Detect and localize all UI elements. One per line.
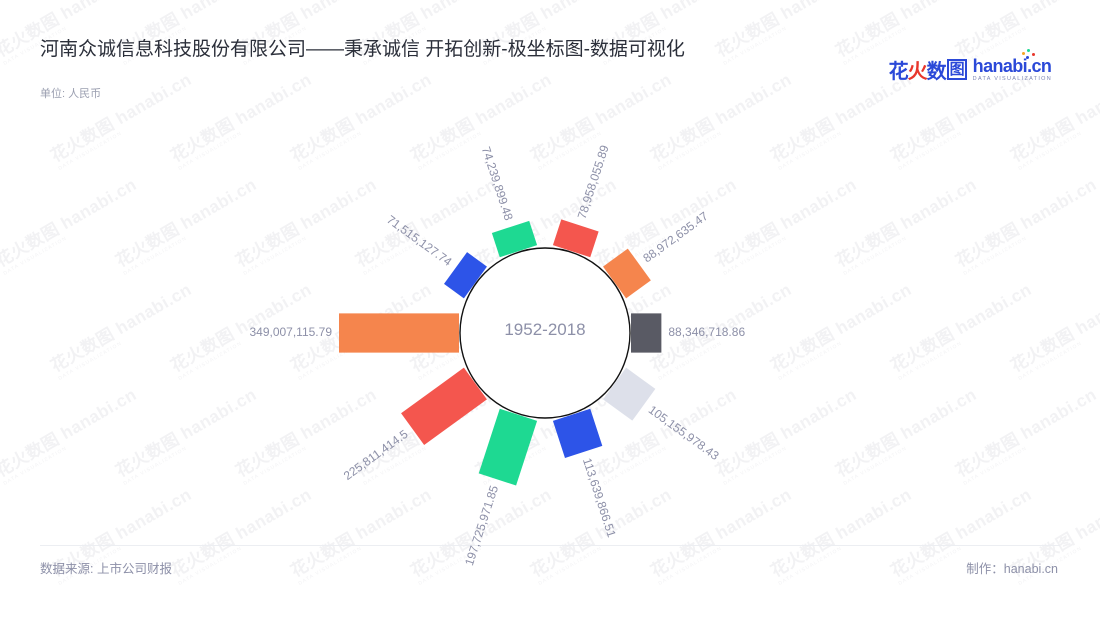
polar-bar-value-label: 88,972,635.47 <box>640 209 711 266</box>
polar-bar-group[interactable] <box>478 408 538 486</box>
polar-bar-group[interactable] <box>339 313 459 353</box>
polar-bar[interactable] <box>401 367 487 446</box>
polar-bar-group[interactable] <box>552 219 599 258</box>
polar-bar-group[interactable] <box>401 367 487 446</box>
footer-data-source: 数据来源: 上市公司财报 <box>40 562 172 576</box>
chart-subtitle-unit: 单位: 人民币 <box>40 88 102 100</box>
logo-char-huo: 火 <box>907 61 928 83</box>
logo-tagline: DATA VISUALIZATION <box>972 75 1052 82</box>
polar-bar-group[interactable] <box>552 408 603 459</box>
polar-bar-value-label: 78,958,055.89 <box>575 143 612 221</box>
polar-bar[interactable] <box>603 367 656 421</box>
polar-bar[interactable] <box>478 408 538 486</box>
polar-bar[interactable] <box>552 408 603 459</box>
polar-bar-value-label: 225,811,414.5 <box>341 427 411 483</box>
logo-chinese-wordmark: 花火数图 <box>889 55 967 84</box>
polar-bar[interactable] <box>443 252 487 299</box>
polar-bar-group[interactable] <box>603 248 651 299</box>
logo-hanabi-text: hanabi.cn <box>972 55 1052 76</box>
footer-credit: 制作：hanabi.cn <box>966 562 1058 576</box>
logo-char-shu: 数 <box>926 61 947 83</box>
polar-bar-value-label: 105,155,978.43 <box>646 403 722 464</box>
polar-bar-group[interactable] <box>631 313 662 353</box>
polar-bar-group[interactable] <box>491 220 538 258</box>
chart-center-label: 1952-2018 <box>504 320 586 339</box>
polar-bar-value-label: 71,515,127.74 <box>384 212 455 269</box>
logo-char-tu: 图 <box>946 59 967 80</box>
logo-latin-wordmark: hanabi.cn DATA VISUALIZATION <box>972 48 1052 83</box>
polar-bar-value-label: 349,007,115.79 <box>249 325 332 339</box>
polar-bar-group[interactable] <box>443 252 487 299</box>
polar-bar-value-label: 113,639,866.51 <box>580 456 619 539</box>
hanabi-logo: 花火数图 hanabi.cn DATA VISUALIZATION <box>889 48 1052 84</box>
polar-bar[interactable] <box>339 313 459 353</box>
footer-divider <box>40 545 1060 546</box>
polar-bar-value-label: 74,239,899.48 <box>479 145 516 223</box>
polar-bar-value-label: 197,725,971.85 <box>462 483 501 567</box>
polar-bar[interactable] <box>603 248 651 299</box>
polar-bar[interactable] <box>491 220 538 258</box>
logo-char-hua: 花 <box>888 61 909 83</box>
polar-bar-value-label: 88,346,718.86 <box>668 325 745 339</box>
polar-bar[interactable] <box>631 313 662 353</box>
page-title: 河南众诚信息科技股份有限公司——秉承诚信 开拓创新-极坐标图-数据可视化 <box>40 39 685 60</box>
polar-bar-group[interactable] <box>603 367 656 421</box>
logo-dots-icon <box>1022 48 1036 60</box>
polar-bar[interactable] <box>552 219 599 258</box>
polar-inner-circle <box>459 247 631 419</box>
